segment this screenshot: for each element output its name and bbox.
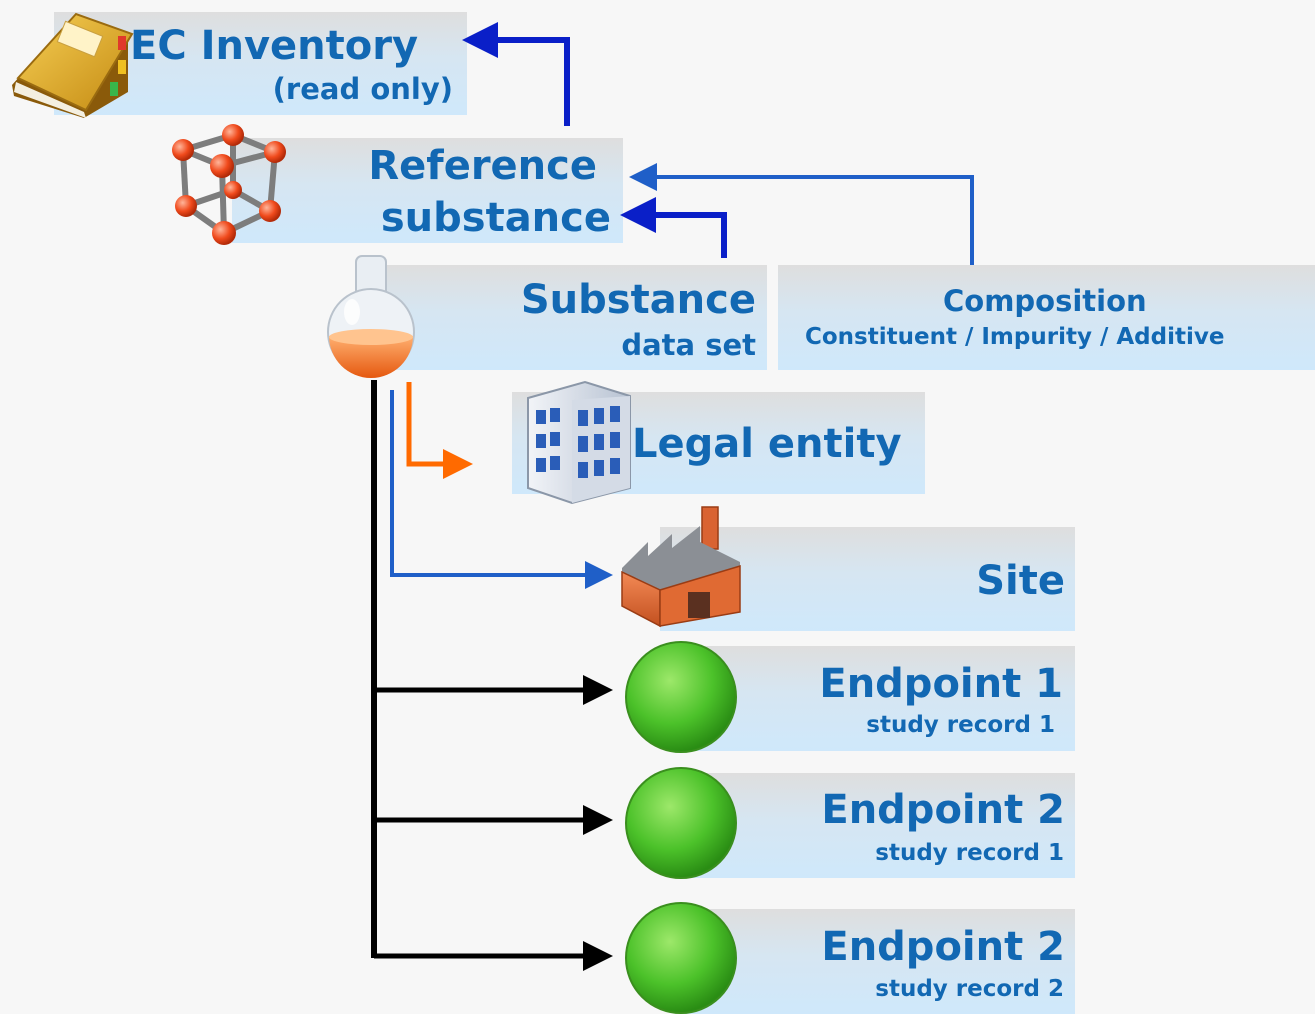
arrow-to-site — [390, 390, 613, 589]
endpoint-2-subtitle: study record 1 — [875, 840, 1064, 866]
composition-title: Composition — [943, 284, 1147, 318]
endpoint-2-icon — [625, 767, 737, 879]
book-icon — [12, 12, 134, 118]
composition-box — [778, 265, 1315, 370]
reference-substance-box — [232, 138, 623, 243]
endpoint-1-subtitle: study record 1 — [866, 712, 1055, 738]
arrow-to-ec-inventory — [462, 22, 570, 126]
site-title: Site — [976, 558, 1065, 604]
reference-substance-line2: substance — [380, 195, 611, 241]
molecule-atoms — [172, 124, 286, 245]
endpoint-3-subtitle: study record 2 — [875, 976, 1064, 1002]
endpoint-3-icon — [625, 902, 737, 1014]
endpoint-1-icon — [625, 641, 737, 753]
endpoint-1-title: Endpoint 1 — [819, 661, 1063, 707]
substance-subtitle: data set — [621, 328, 756, 362]
endpoint-box-1 — [680, 646, 1075, 751]
arrow-to-legal-entity — [406, 382, 473, 479]
composition-subtitle: Constituent / Impurity / Additive — [805, 324, 1225, 350]
endpoint-3-title: Endpoint 2 — [821, 924, 1065, 970]
endpoint-box-3 — [680, 909, 1075, 1014]
legal-entity-title: Legal entity — [632, 421, 902, 467]
reference-substance-line1: Reference — [368, 143, 597, 189]
ec-inventory-subtitle: (read only) — [272, 72, 453, 106]
arrow-substance-to-reference — [620, 197, 727, 258]
substance-box — [383, 265, 767, 370]
arrow-composition-to-reference — [629, 163, 974, 265]
flask-icon — [327, 255, 415, 378]
endpoint-2-title: Endpoint 2 — [821, 787, 1065, 833]
endpoint-box-2 — [680, 773, 1075, 878]
factory-icon — [621, 506, 741, 628]
building-icon — [527, 380, 631, 505]
ec-inventory-title: EC Inventory — [130, 23, 419, 69]
substance-title: Substance — [520, 277, 756, 323]
